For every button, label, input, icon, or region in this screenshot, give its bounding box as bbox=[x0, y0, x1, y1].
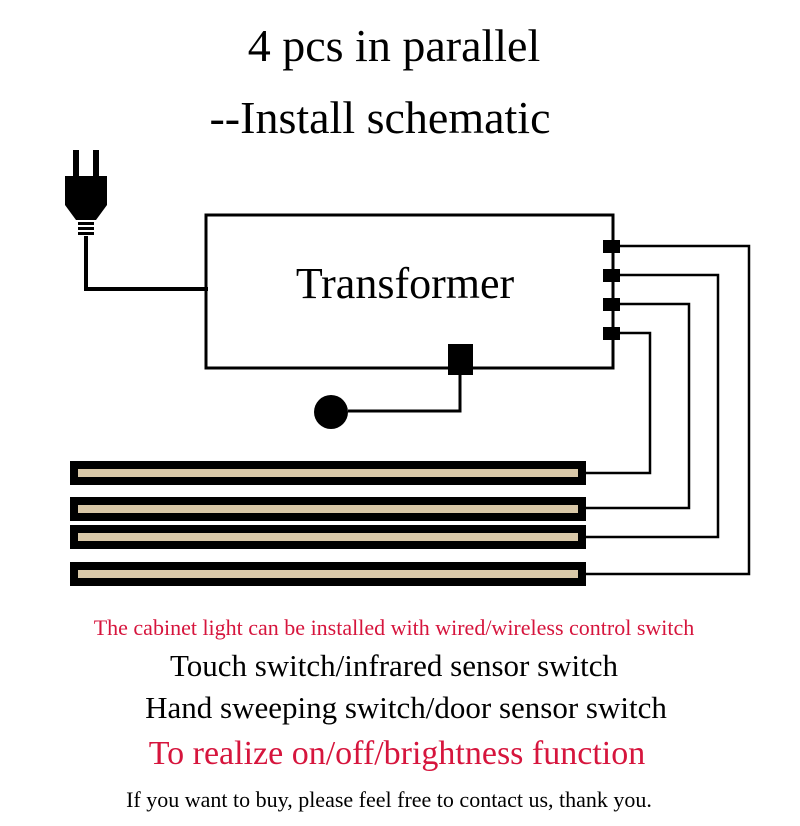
light-strip bbox=[70, 497, 586, 521]
transformer-label: Transformer bbox=[296, 259, 515, 308]
power-cord bbox=[84, 236, 208, 291]
footer-contact: If you want to buy, please feel free to … bbox=[126, 787, 652, 812]
parallel-wires bbox=[584, 244, 751, 576]
title-line-2: --Install schematic bbox=[209, 92, 551, 143]
switch-cable bbox=[348, 374, 462, 413]
control-switch-note: The cabinet light can be installed with … bbox=[93, 615, 695, 640]
transformer-box bbox=[204, 213, 615, 370]
light-strip bbox=[70, 562, 586, 586]
switch-button-icon bbox=[314, 395, 348, 429]
wiring-schematic: Transformer bbox=[65, 150, 751, 586]
title-line-1: 4 pcs in parallel bbox=[247, 20, 541, 71]
function-line: To realize on/off/brightness function bbox=[148, 735, 646, 772]
power-plug-icon bbox=[65, 150, 107, 235]
output-connectors bbox=[603, 240, 620, 340]
light-strip bbox=[70, 525, 586, 549]
light-strip bbox=[70, 461, 586, 485]
switch-connector bbox=[448, 344, 473, 375]
switch-types-line-1: Touch switch/infrared sensor switch bbox=[169, 648, 619, 683]
switch-types-line-2: Hand sweeping switch/door sensor switch bbox=[145, 690, 667, 725]
